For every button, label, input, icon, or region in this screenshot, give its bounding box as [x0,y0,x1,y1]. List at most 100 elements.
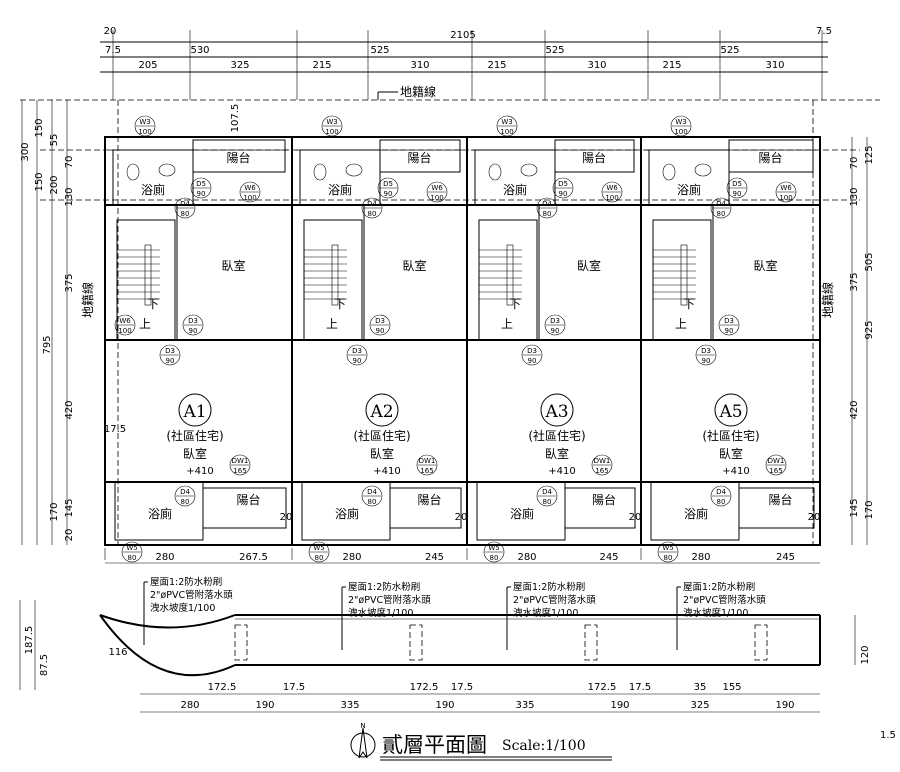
drain-box [754,624,768,661]
balcony-top [192,139,286,173]
balcony-bottom [389,487,462,529]
window-w3-tag-circle [496,115,518,137]
left-dim: 150 [34,172,45,191]
door-d4-tag-code: D4 [367,488,377,496]
door-d3-tag-circle [369,314,391,336]
floor-elevation: +410 [548,466,575,477]
door-d3-tag-code: D3 [352,347,362,355]
left-dim: 420 [64,400,75,419]
floor-elevation: +410 [186,466,213,477]
balcony-label: 陽台 [582,150,606,165]
door-window-dw1-tag-circle [591,454,613,476]
door-d3-tag-width: 90 [189,327,198,335]
community-housing-label: (社區住宅) [528,428,585,443]
north-label: N [360,722,365,730]
stair-down-label: 下 [147,297,159,311]
left-dim: 375 [64,273,75,292]
roof-note-line: 洩水坡度1/100 [150,602,215,614]
door-d5-tag-circle [190,177,212,199]
window-w5-tag-width: 80 [490,554,499,562]
roof-curve [99,614,236,677]
balcony-bottom [738,487,815,529]
balcony-label: 陽台 [236,492,260,507]
door-d4-tag-code: D4 [542,200,552,208]
balcony-bottom [202,487,287,529]
door-window-dw1-tag-code: DW1 [594,457,611,465]
section-dim-row1: 172.5 [588,682,617,693]
section-dim-row1: 35 [694,682,707,693]
room-width-dim: 310 [410,60,429,71]
sink-icon [694,163,712,177]
window-w6-tag-width: 100 [779,194,792,202]
door-d3-tag-width: 90 [166,357,175,365]
bathroom-label: 浴廁 [328,182,352,197]
window-w6-tag-circle [601,181,623,203]
sink-icon [345,163,363,177]
right-dim: 70 [849,157,860,170]
left-dim: 17.5 [104,424,126,435]
door-d5-tag-circle [377,177,399,199]
offset-dim: 20 [104,26,117,37]
section-dim-row1: 17.5 [283,682,305,693]
window-w3-tag-width: 100 [138,128,151,136]
sink-icon [158,163,176,177]
section-dim-row1: 155 [722,682,741,693]
door-d5-tag-width: 90 [559,190,568,198]
bathroom-top [112,149,194,206]
door-d4-tag-circle [536,485,558,507]
window-w5-tag-circle [121,541,143,563]
toilet-icon [313,163,327,181]
window-w3-tag-width: 100 [500,128,513,136]
door-d3-tag-circle [521,344,543,366]
door-d4-tag-code: D4 [716,488,726,496]
drawing-scale: Scale:1/100 [502,738,586,754]
door-d4-tag-width: 80 [717,498,726,506]
room-width-dim: 325 [230,60,249,71]
left-dim: 200 [49,175,60,194]
balcony-top [379,139,461,173]
section-dim-row2: 325 [690,700,709,711]
unit-id-circle [178,393,212,427]
door-window-dw1-tag-width: 165 [420,467,433,475]
window-w6-tag-circle [775,181,797,203]
bedroom-label-upper: 臥室 [221,258,245,273]
door-window-dw1-tag-circle [229,454,251,476]
stair [478,219,538,341]
section-dim-row2: 190 [255,700,274,711]
window-w5-tag-code: W5 [488,544,499,552]
bedroom-label-upper: 臥室 [577,258,601,273]
section-dim-row2: 190 [775,700,794,711]
section-dim-row2: 335 [340,700,359,711]
window-w6-tag-width: 100 [605,194,618,202]
door-d5-tag-code: D5 [383,180,393,188]
room-width-dim: 215 [487,60,506,71]
door-d4-tag-circle [536,197,558,219]
unit-id-circle [540,393,574,427]
left-dim: 145 [64,498,75,517]
window-w6-tag-code: W6 [244,184,256,192]
door-d3-tag-circle [718,314,740,336]
bathroom-top [648,149,730,206]
stair-handrail [331,244,339,306]
roof-note-line: 2"øPVC管附落水頭 [513,594,596,606]
section-dim-row1: 172.5 [410,682,439,693]
section-dim: 87.5 [39,654,50,676]
stair-down-label: 下 [509,297,521,311]
bathroom-label: 浴廁 [335,506,359,521]
stair-down-label: 下 [334,297,346,311]
door-d4-tag-width: 80 [717,210,726,218]
balcony-label: 陽台 [592,492,616,507]
bathroom-label: 浴廁 [148,506,172,521]
door-d4-tag-code: D4 [367,200,377,208]
door-d5-tag-width: 90 [197,190,206,198]
bottom-room-dim: 280 [691,552,710,563]
door-d4-tag-code: D4 [180,488,190,496]
right-dim: 505 [864,252,875,271]
window-w5-tag-code: W5 [126,544,137,552]
bottom-room-dim: 280 [342,552,361,563]
door-window-dw1-tag-circle [416,454,438,476]
roof-note-line: 屋面1:2防水粉刷 [150,576,222,588]
door-d3-tag-code: D3 [550,317,560,325]
window-w6-stair-tag-circle [114,314,136,336]
